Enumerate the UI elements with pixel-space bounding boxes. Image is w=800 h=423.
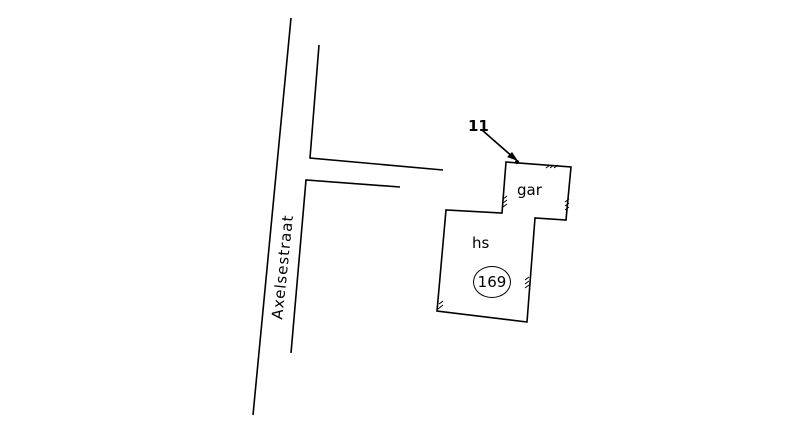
parcel-arrow [481,129,515,159]
parcel-point [515,160,519,164]
building-outline [436,161,572,323]
arrow-head-icon [507,152,518,161]
road-edge-east-north [309,44,444,171]
road-edge-east-south [290,179,401,354]
house-label: hs [472,234,490,252]
road-edge-west [252,17,292,416]
hatch-marks [437,164,570,310]
garage-label: gar [517,181,542,199]
house-number: 169 [473,266,511,298]
parcel-number: 11 [468,117,489,135]
